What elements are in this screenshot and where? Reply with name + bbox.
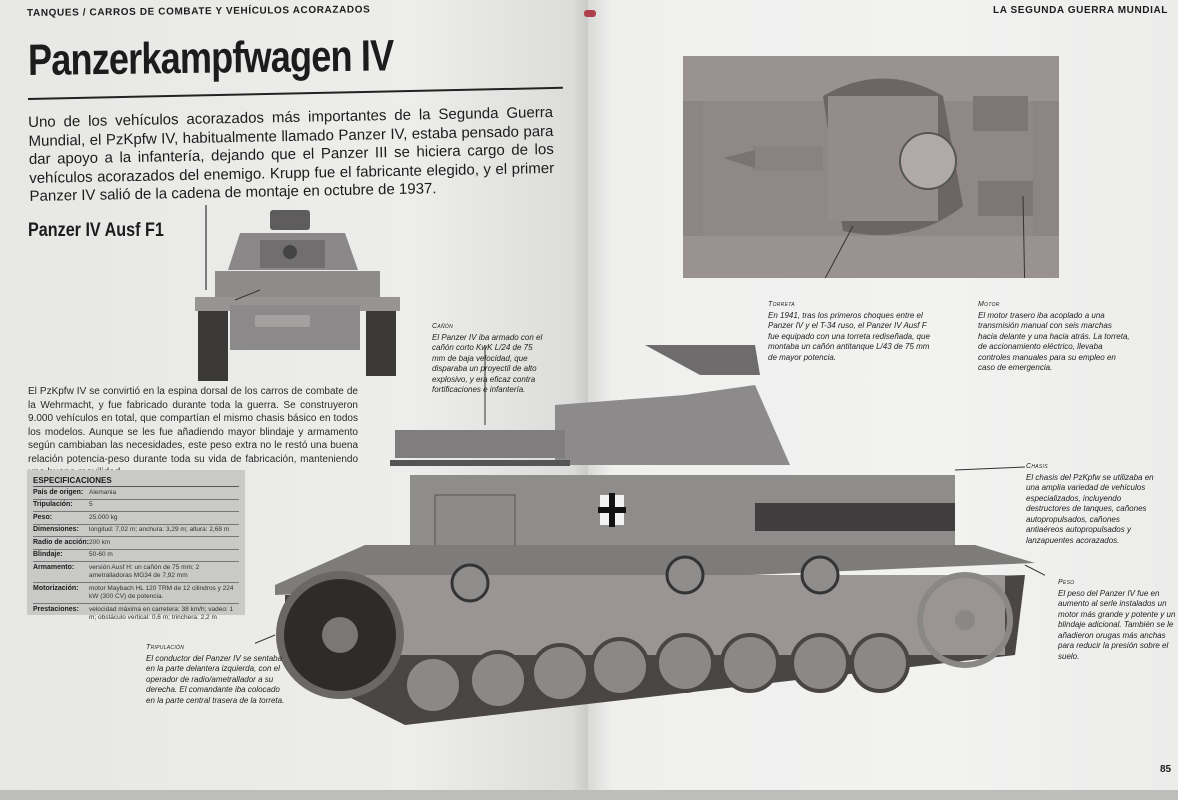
- callout-peso: Peso El peso del Panzer IV fue en aument…: [1058, 578, 1176, 662]
- spec-label: Blindaje:: [33, 551, 63, 558]
- bookmark-ribbon: [584, 10, 596, 17]
- callout-text: El chasis del PzKpfw se utilizaba en una…: [1026, 472, 1154, 545]
- spec-value: 5: [89, 501, 93, 508]
- spec-value: longitud: 7,02 m; anchura: 3,29 m; altur…: [89, 526, 230, 533]
- callout-chasis: Chasis El chasis del PzKpfw se utilizaba…: [1026, 462, 1156, 546]
- spec-label: Peso:: [33, 513, 53, 521]
- spec-value: 50-60 m: [89, 551, 113, 558]
- callout-heading: Cañón: [432, 323, 454, 330]
- callout-text: El Panzer IV iba armado con el cañón cor…: [432, 332, 543, 395]
- tank-side-view-illustration: [255, 345, 1045, 725]
- spec-label: Radio de acción:: [33, 538, 90, 546]
- spec-label: País de origen:: [33, 488, 84, 496]
- spec-value: motor Maybach HL 120 TRM de 12 cilindros…: [89, 584, 234, 601]
- callout-canon: Cañón El Panzer IV iba armado con el cañ…: [432, 322, 547, 396]
- callout-motor: Motor El motor trasero iba acoplado a un…: [978, 300, 1130, 374]
- page-number: 85: [1160, 764, 1172, 775]
- running-head-right: LA SEGUNDA GUERRA MUNDIAL: [993, 5, 1168, 16]
- section-subtitle: Panzer IV Ausf F1: [28, 220, 164, 241]
- spec-row: Motorización: motor Maybach HL 120 TRM de…: [33, 583, 239, 604]
- intro-paragraph: Uno de los vehículos acorazados más impo…: [28, 103, 555, 205]
- spec-row: Armamento: versión Ausf H: un cañón de 75…: [33, 562, 239, 583]
- callout-text: El motor trasero iba acoplado a una tran…: [978, 310, 1130, 373]
- spec-label: Dimensiones:: [33, 526, 79, 533]
- spec-value: 200 km: [89, 538, 111, 546]
- spec-row: Prestaciones: velocidad máxima en carrete…: [33, 604, 239, 624]
- spec-label: Motorización:: [33, 584, 79, 592]
- callout-heading: Peso: [1058, 579, 1075, 586]
- spec-value: velocidad máxima en carretera: 38 km/h; …: [89, 605, 234, 622]
- callout-heading: Torreta: [768, 301, 795, 308]
- specifications-title: ESPECIFICACIONES: [33, 476, 239, 487]
- spec-label: Prestaciones:: [33, 605, 79, 613]
- spec-row: Blindaje: 50-60 m: [33, 550, 239, 562]
- callout-text: El peso del Panzer IV fue en aumento al …: [1058, 588, 1176, 661]
- spec-value: versión Ausf H: un cañón de 75 mm; 2 ame…: [89, 563, 200, 580]
- spec-value: 25.000 kg: [89, 513, 118, 521]
- spec-value: Alemania: [89, 488, 117, 496]
- spec-row: Radio de acción:200 km: [33, 537, 239, 550]
- callout-text: En 1941, tras los primeros choques entre…: [768, 310, 930, 362]
- callout-heading: Chasis: [1026, 463, 1048, 470]
- spec-label: Tripulación:: [33, 501, 73, 508]
- callout-heading: Motor: [978, 301, 1000, 308]
- tank-front-view-illustration: [195, 205, 400, 381]
- page-edge: [0, 790, 1178, 800]
- spec-row: País de origen: Alemania: [33, 487, 239, 500]
- callout-torreta: Torreta En 1941, tras los primeros choqu…: [768, 300, 938, 363]
- tank-top-view-illustration: [683, 56, 1059, 278]
- page-title: Panzerkampfwagen IV: [27, 31, 394, 85]
- callout-text: El conductor del Panzer IV se sentaba en…: [146, 653, 285, 705]
- specifications-table: ESPECIFICACIONES País de origen: Alemania…: [27, 470, 245, 621]
- spec-row: Tripulación: 5: [33, 500, 239, 512]
- spec-row: Dimensiones: longitud: 7,02 m; anchura: 3…: [33, 525, 239, 537]
- callout-heading: Tripulación: [146, 644, 185, 651]
- callout-tripulacion: Tripulación El conductor del Panzer IV s…: [146, 643, 286, 706]
- spec-label: Armamento:: [33, 563, 75, 571]
- spec-row: Peso: 25.000 kg: [33, 512, 239, 525]
